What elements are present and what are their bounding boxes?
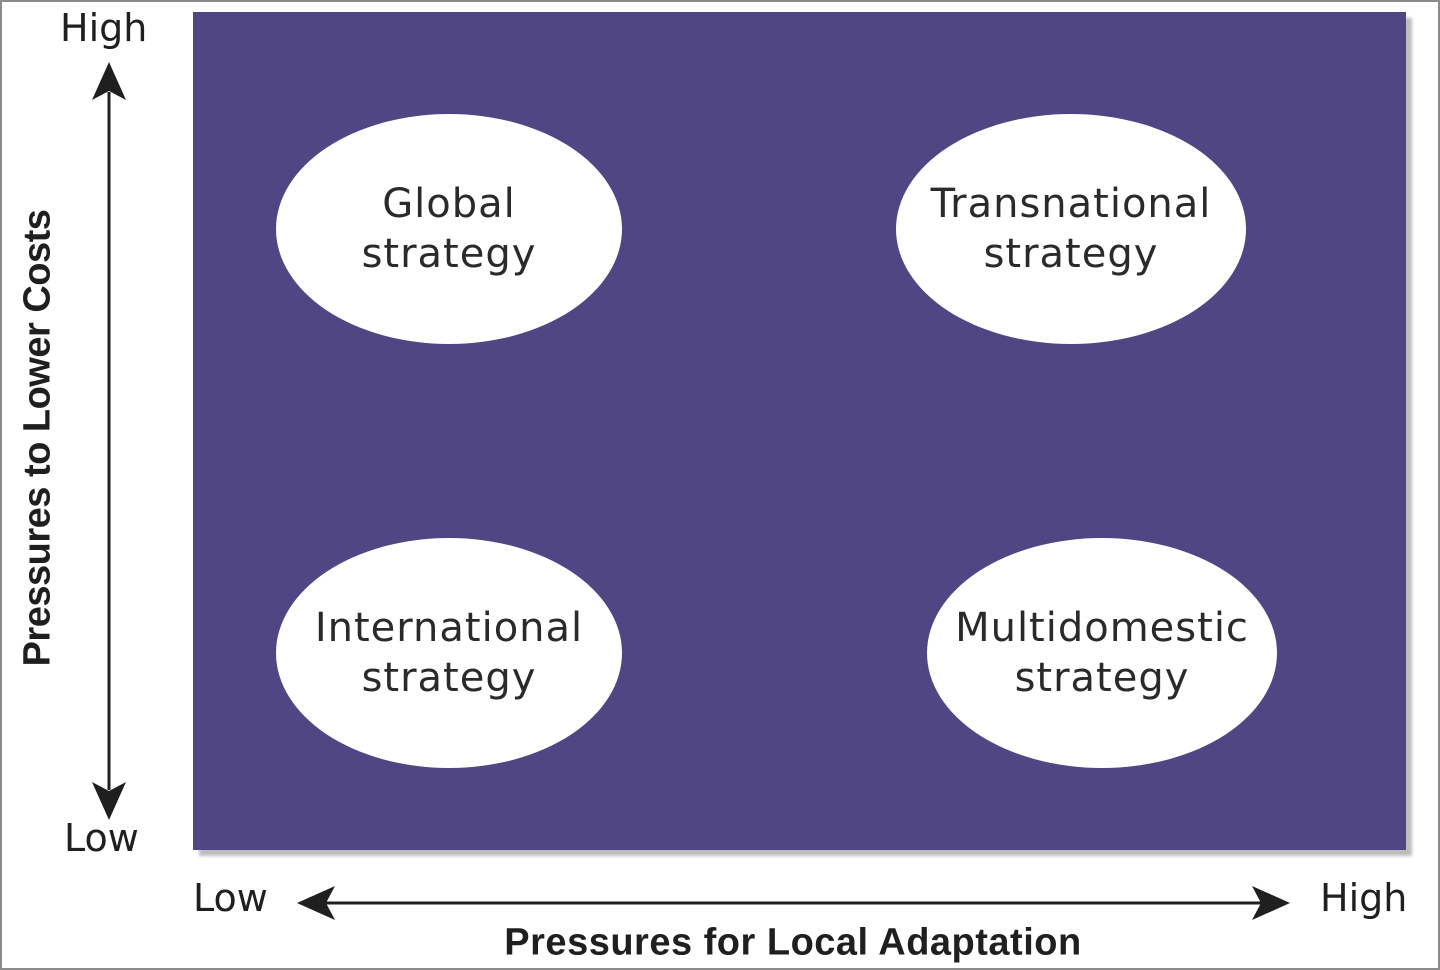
y-axis-title: Pressures to Lower Costs (16, 209, 59, 667)
bubble-multidomestic-line1: Multidomestic (955, 605, 1249, 651)
bubble-international-line2: strategy (361, 655, 537, 701)
y-axis-high-label: High (60, 6, 148, 50)
bubble-multidomestic-strategy: Multidomestic strategy (927, 538, 1277, 768)
y-axis-down-arrowhead (92, 782, 126, 820)
y-axis-low-label: Low (64, 816, 139, 860)
bubble-global-strategy: Global strategy (276, 114, 622, 344)
x-axis-high-label: High (1320, 876, 1408, 920)
x-axis-low-label: Low (193, 876, 268, 920)
bubble-transnational-line2: strategy (983, 231, 1159, 277)
bubble-international-strategy: International strategy (276, 538, 622, 768)
bubble-multidomestic-line2: strategy (1014, 655, 1190, 701)
bubble-global-line2: strategy (361, 231, 537, 277)
bubble-transnational-strategy: Transnational strategy (896, 114, 1246, 344)
bubble-international-line1: International (314, 605, 584, 651)
x-axis-title: Pressures for Local Adaptation (504, 921, 1082, 964)
bubble-transnational-line1: Transnational (930, 181, 1212, 227)
bubble-global-line1: Global (382, 181, 516, 227)
x-axis-left-arrowhead (297, 886, 335, 920)
x-axis-right-arrowhead (1252, 886, 1290, 920)
y-axis-up-arrowhead (92, 62, 126, 100)
